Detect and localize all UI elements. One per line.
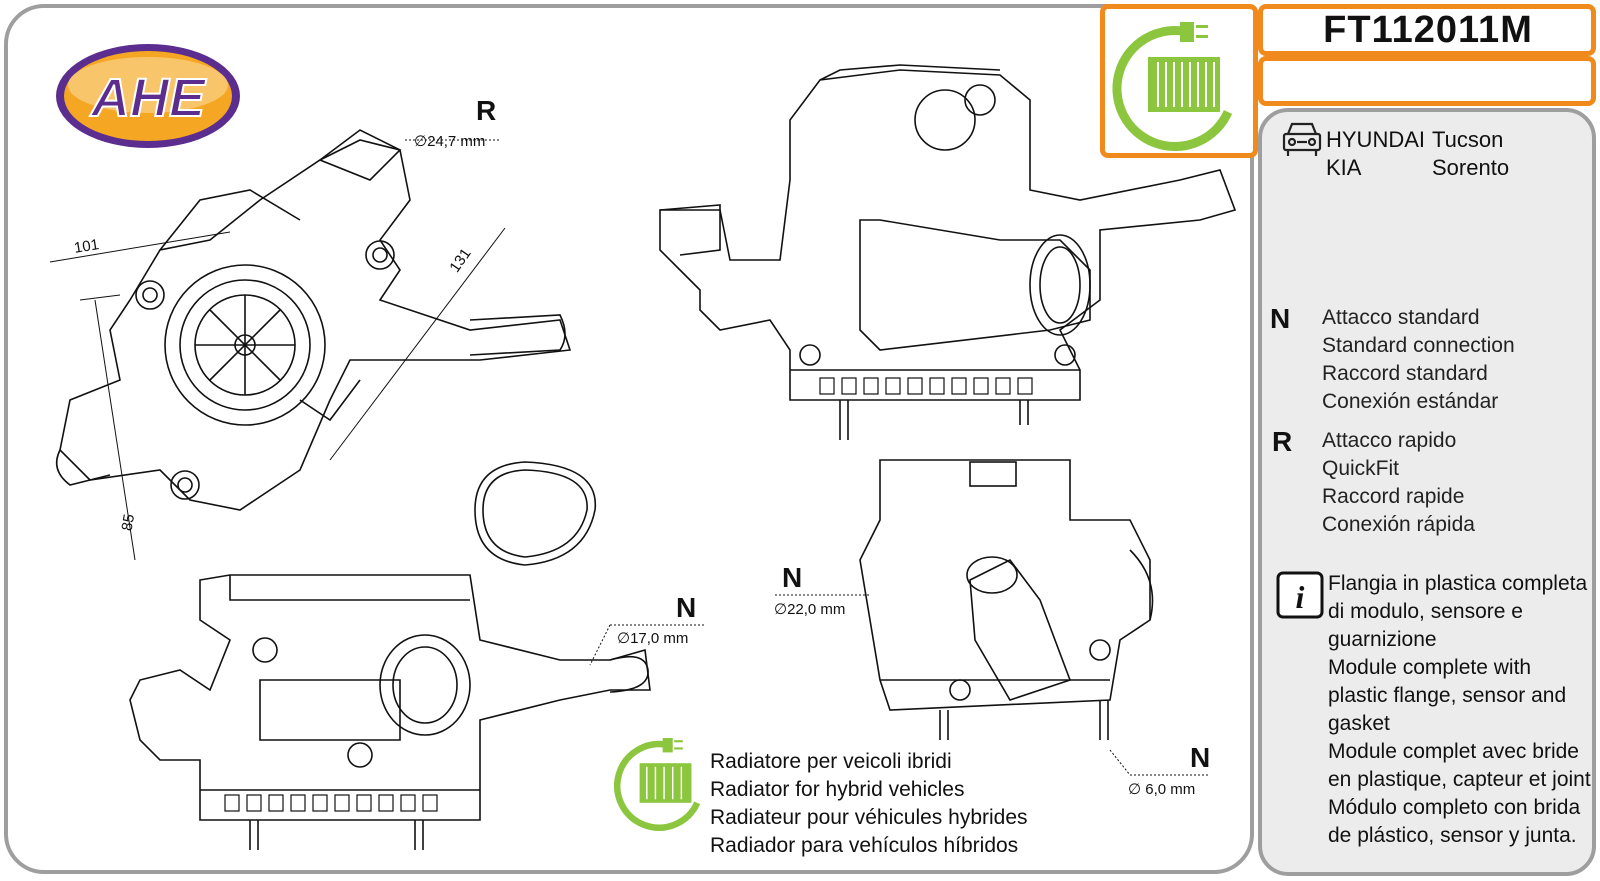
vehicle-makes: HYUNDAI KIA bbox=[1326, 126, 1425, 182]
info-line: en plastique, capteur et joint bbox=[1328, 768, 1591, 791]
hybrid-line-es: Radiador para vehículos híbridos bbox=[710, 834, 1019, 857]
svg-text:AHE: AHE bbox=[89, 68, 207, 128]
legend-line: Raccord standard bbox=[1322, 362, 1488, 385]
legend-r-text: Attacco rapido QuickFit Raccord rapide C… bbox=[1322, 427, 1475, 539]
part-view-front bbox=[55, 129, 572, 511]
vehicle-model: Sorento bbox=[1432, 155, 1510, 180]
hybrid-legend-text: Radiatore per veicoli ibridi Radiator fo… bbox=[710, 748, 1028, 860]
hybrid-line-fr: Radiateur pour véhicules hybrides bbox=[710, 806, 1028, 829]
info-line: Flangia in plastica completa bbox=[1328, 572, 1588, 595]
legend-line: Conexión estándar bbox=[1322, 390, 1499, 413]
vehicle-make: KIA bbox=[1326, 155, 1362, 180]
dim-1-letter: R bbox=[476, 95, 497, 126]
dim-2-letter: N bbox=[676, 592, 697, 623]
info-side-panel bbox=[1258, 108, 1596, 876]
hybrid-line-en: Radiator for hybrid vehicles bbox=[710, 778, 965, 801]
legend-line: Conexión rápida bbox=[1322, 513, 1475, 536]
svg-text:i: i bbox=[1296, 579, 1305, 615]
hybrid-legend-icon bbox=[614, 738, 701, 831]
car-icon bbox=[1282, 122, 1322, 156]
legend-letter-r: R bbox=[1272, 426, 1293, 457]
dim-1-value: ∅24,7 mm bbox=[414, 133, 486, 150]
ahe-logo: AHE bbox=[56, 44, 240, 148]
info-line: Module complet avec bride bbox=[1328, 740, 1579, 763]
legend-line: Attacco rapido bbox=[1322, 429, 1457, 452]
vehicle-make: HYUNDAI bbox=[1326, 127, 1426, 152]
legend-line: Standard connection bbox=[1322, 334, 1515, 357]
vehicle-model: Tucson bbox=[1432, 127, 1504, 152]
product-subtitle-box bbox=[1258, 56, 1596, 106]
drawing-panel bbox=[4, 4, 1254, 874]
legend-n-text: Attacco standard Standard connection Rac… bbox=[1322, 304, 1515, 416]
info-line: gasket bbox=[1328, 712, 1390, 735]
legend-letter-n: N bbox=[1270, 303, 1291, 334]
dimension-lines-front bbox=[49, 139, 506, 561]
info-line: guarnizione bbox=[1328, 628, 1437, 651]
info-description: Flangia in plastica completa di modulo, … bbox=[1328, 570, 1591, 850]
legend-line: Attacco standard bbox=[1322, 306, 1480, 329]
hybrid-radiator-plug-icon bbox=[1112, 22, 1233, 151]
dim-3-letter: N bbox=[782, 562, 803, 593]
legend-line: QuickFit bbox=[1322, 457, 1400, 480]
hybrid-line-it: Radiatore per veicoli ibridi bbox=[710, 750, 952, 773]
dim-2-value: ∅17,0 mm bbox=[617, 630, 689, 647]
info-line: de plástico, sensor y junta. bbox=[1328, 824, 1577, 847]
gasket-ring bbox=[474, 461, 597, 566]
product-code: FT112011M bbox=[1323, 9, 1533, 51]
info-line: di modulo, sensore e bbox=[1328, 600, 1523, 623]
dimension-lines-bottom-right bbox=[775, 594, 1210, 776]
dimension-line-bottom-left bbox=[589, 624, 705, 666]
info-icon: i bbox=[1276, 571, 1324, 619]
vehicle-models: Tucson Sorento bbox=[1432, 126, 1509, 182]
dim-3-value: ∅22,0 mm bbox=[774, 601, 846, 618]
product-code-box bbox=[1258, 4, 1596, 56]
info-line: Module complete with bbox=[1328, 656, 1532, 679]
dim-4-value: ∅ 6,0 mm bbox=[1128, 781, 1196, 798]
info-line: Módulo completo con brida bbox=[1328, 796, 1581, 819]
legend-line: Raccord rapide bbox=[1322, 485, 1465, 508]
dim-length-85: 85 bbox=[118, 512, 139, 533]
part-view-side bbox=[659, 64, 1237, 440]
part-view-bottom-right bbox=[859, 459, 1154, 740]
part-view-bottom-left bbox=[129, 574, 651, 850]
dim-4-letter: N bbox=[1190, 742, 1211, 773]
info-line: plastic flange, sensor and bbox=[1328, 684, 1567, 707]
